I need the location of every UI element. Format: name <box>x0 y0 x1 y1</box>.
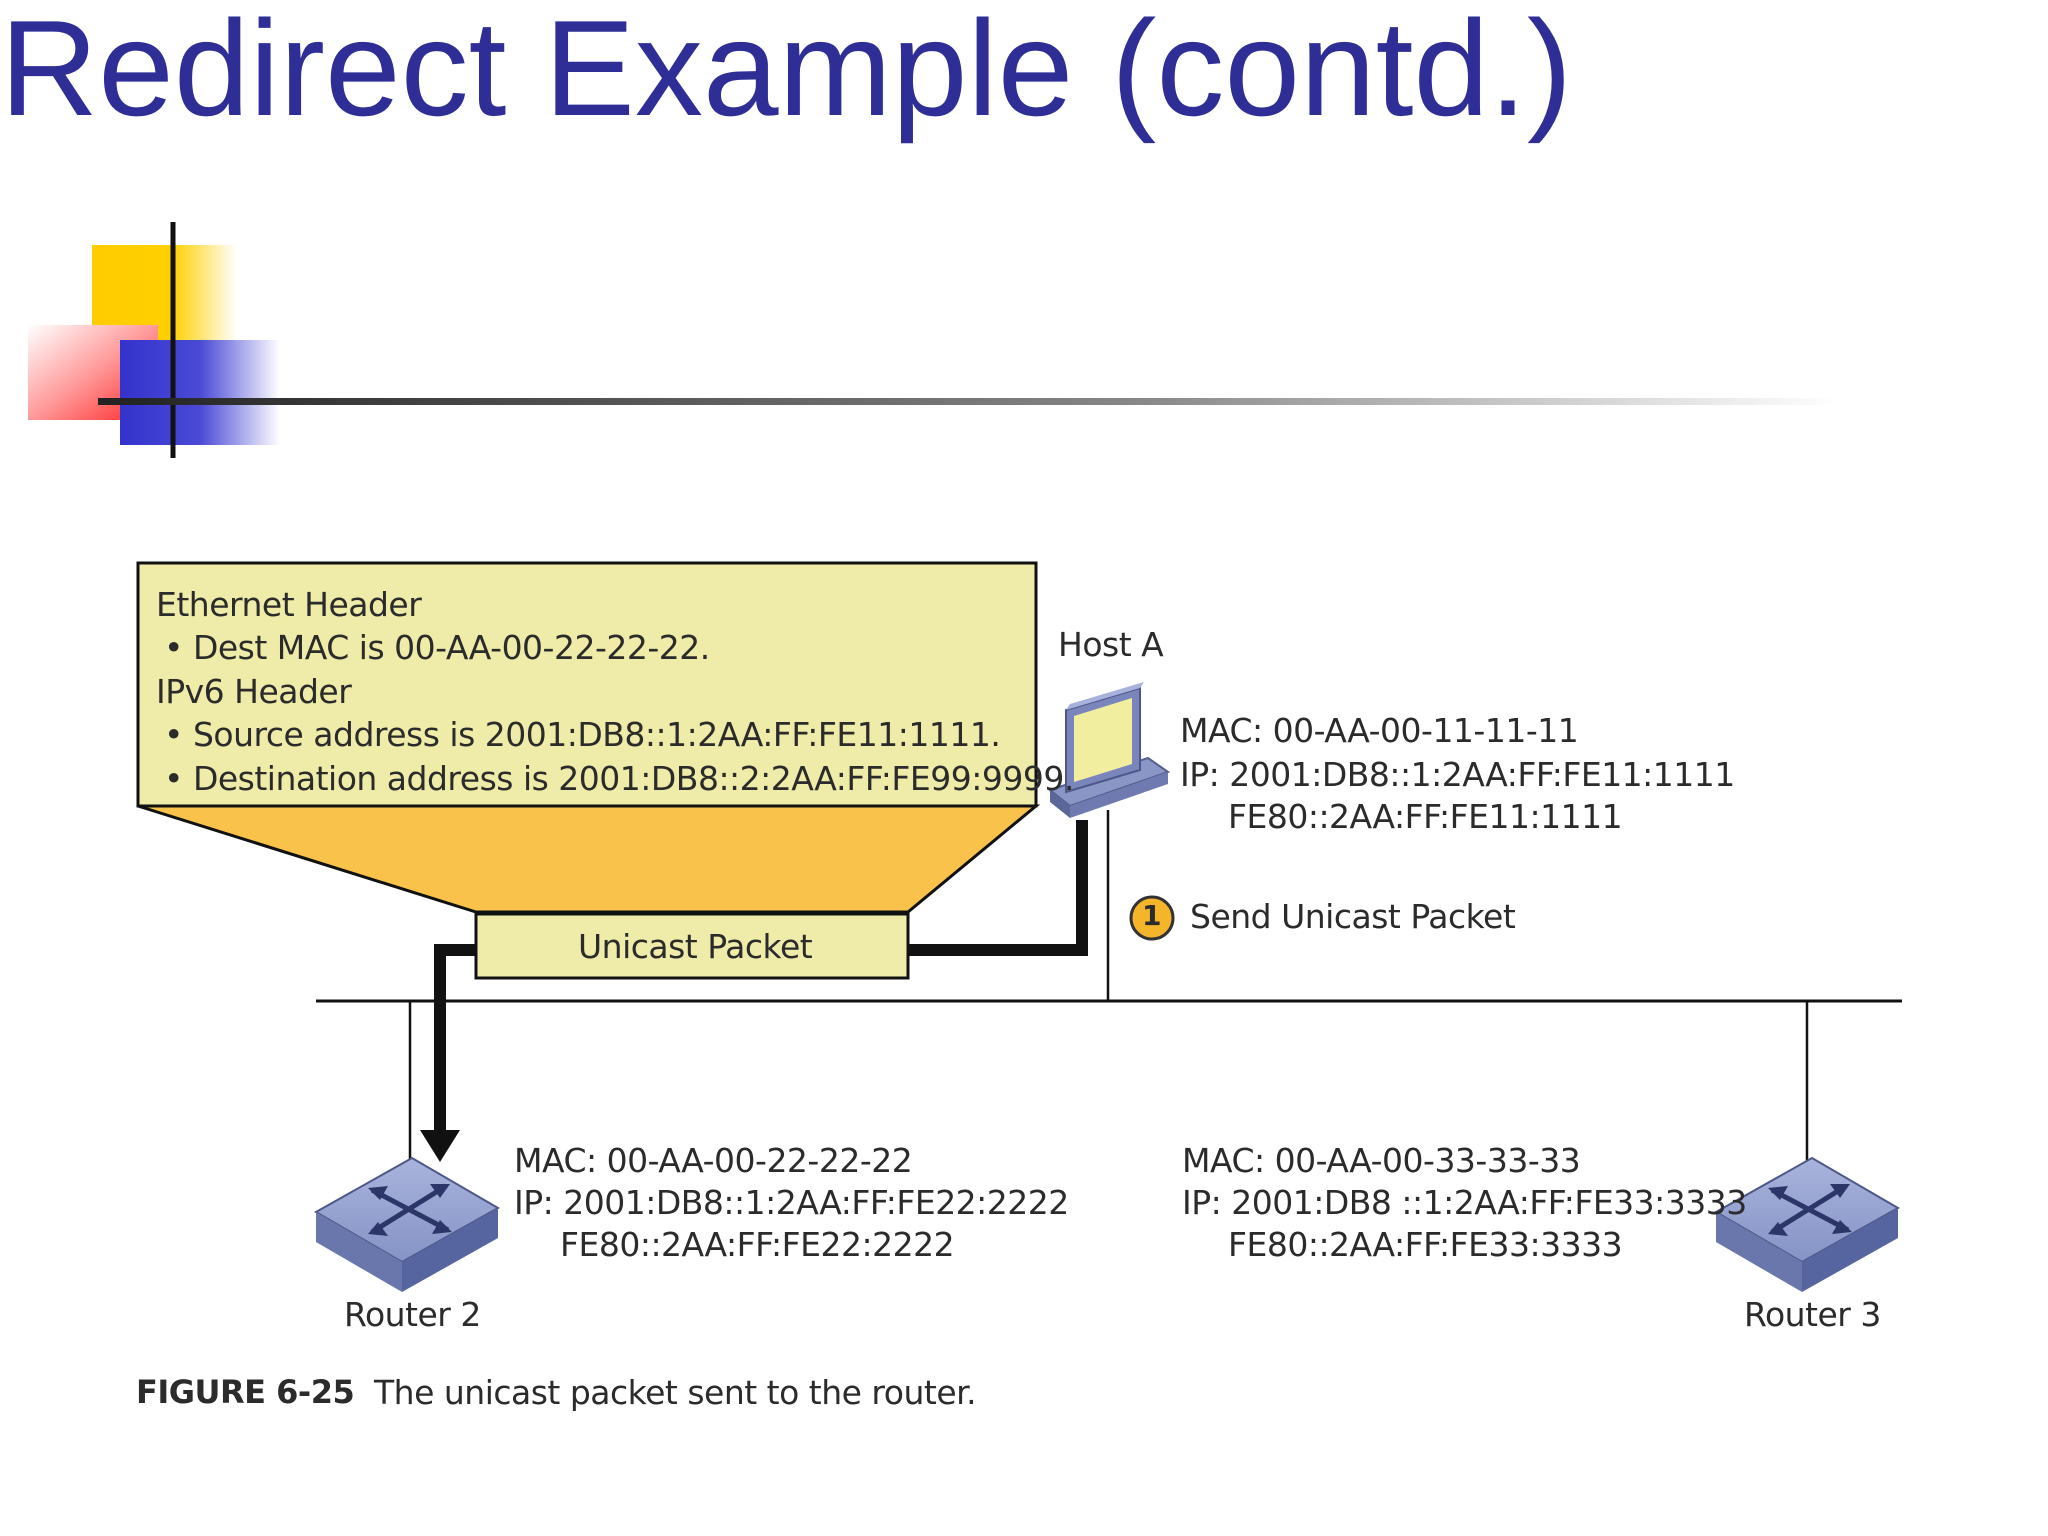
packet-path <box>905 820 1088 956</box>
header-funnel <box>137 804 1041 914</box>
router-2-ip-link-local: FE80::2AA:FF:FE22:2222 <box>560 1225 955 1264</box>
destination-address-line: • Destination address is 2001:DB8::2:2AA… <box>164 759 1074 798</box>
ethernet-header-label: Ethernet Header <box>156 585 422 624</box>
send-unicast-packet-label: Send Unicast Packet <box>1190 897 1516 936</box>
step-1-number: 1 <box>1142 899 1161 932</box>
unicast-packet-label: Unicast Packet <box>578 927 813 966</box>
router-3-icon <box>1713 1156 1901 1292</box>
router-3-ip-link-local: FE80::2AA:FF:FE33:3333 <box>1228 1225 1623 1264</box>
step-1-marker <box>1129 895 1175 941</box>
title-accent-squares <box>28 222 1838 458</box>
ipv6-header-label: IPv6 Header <box>156 672 352 711</box>
router-2-icon <box>313 1156 501 1292</box>
router-2-mac: MAC: 00-AA-00-22-22-22 <box>514 1141 913 1180</box>
packet-header-box <box>136 561 1038 808</box>
router-3-ip-global: IP: 2001:DB8 ::1:2AA:FF:FE33:3333 <box>1182 1183 1747 1222</box>
dest-mac-line: • Dest MAC is 00-AA-00-22-22-22. <box>164 628 710 667</box>
slide-title: Redirect Example (contd.) <box>0 0 1573 144</box>
router-2-ip-global: IP: 2001:DB8::1:2AA:FF:FE22:2222 <box>514 1183 1069 1222</box>
host-a-computer-icon <box>1047 682 1171 818</box>
router-2-label: Router 2 <box>344 1295 481 1334</box>
router-3-mac: MAC: 00-AA-00-33-33-33 <box>1182 1141 1581 1180</box>
source-address-line: • Source address is 2001:DB8::1:2AA:FF:F… <box>164 715 1001 754</box>
host-a-label: Host A <box>1058 625 1164 664</box>
figure-number: FIGURE 6-25 <box>136 1373 355 1411</box>
host-a-mac: MAC: 00-AA-00-11-11-11 <box>1180 711 1579 750</box>
unicast-packet-box <box>474 912 910 980</box>
host-a-ip-link-local: FE80::2AA:FF:FE11:1111 <box>1228 797 1623 836</box>
router-3-label: Router 3 <box>1744 1295 1881 1334</box>
figure-caption: The unicast packet sent to the router. <box>374 1373 977 1412</box>
host-a-ip-global: IP: 2001:DB8::1:2AA:FF:FE11:1111 <box>1180 755 1735 794</box>
arrow-head <box>420 1130 460 1162</box>
